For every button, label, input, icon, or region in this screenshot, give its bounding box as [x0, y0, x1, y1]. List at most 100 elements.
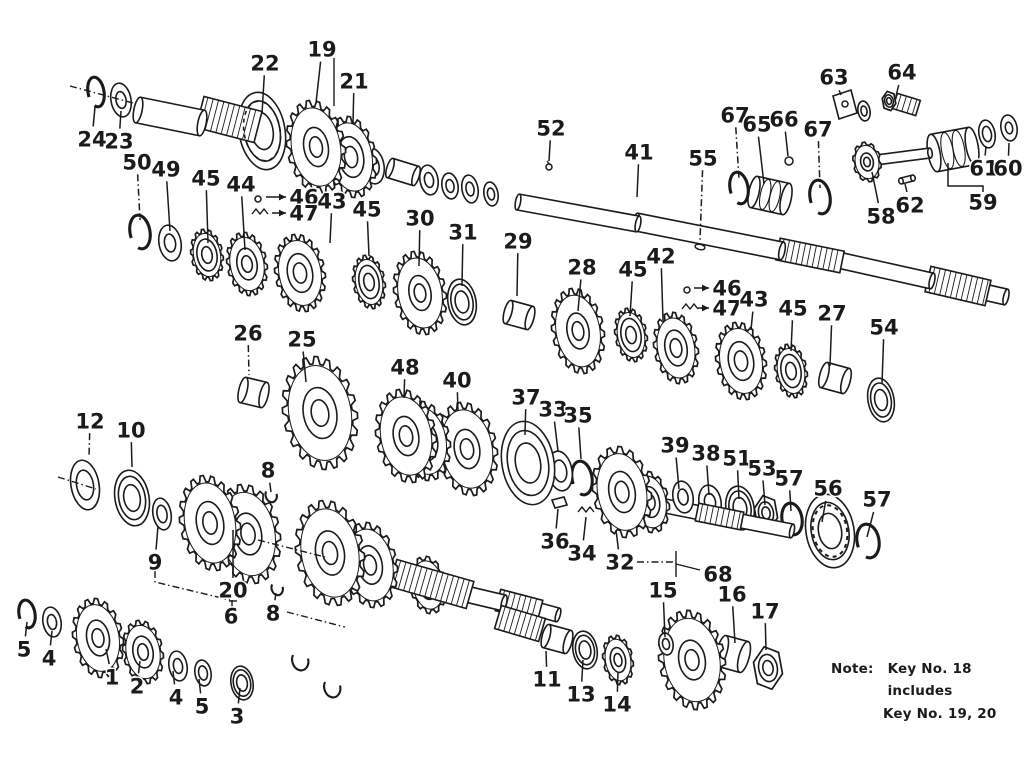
part-number-label: 43 — [317, 190, 346, 214]
part-number-label: 13 — [566, 683, 595, 707]
part-number-label: 46 — [712, 277, 741, 301]
part-number-label: 33 — [538, 398, 567, 422]
part-callout-46: 46 — [266, 184, 320, 211]
note-label: Note: — [831, 661, 874, 677]
part-callout-46: 46 — [694, 275, 743, 302]
part-callout-54: 54 — [868, 314, 900, 385]
part-callout-39: 39 — [659, 432, 691, 490]
part-number-label: 61 — [969, 157, 998, 181]
part-callout-48: 48 — [389, 354, 421, 399]
part-number-label: 34 — [567, 542, 596, 566]
note-line2: Key No. 19, 20 — [883, 705, 997, 722]
part-number-label: 54 — [869, 316, 898, 340]
part-callout-53: 53 — [746, 455, 778, 506]
part-callout-41: 41 — [623, 139, 655, 198]
part-callout-2: 2 — [128, 660, 146, 700]
mainshaft-gear-train-upper — [128, 195, 896, 423]
reverse-idler-assembly — [493, 604, 784, 711]
part-number-label: 1 — [105, 666, 120, 690]
part-callout-4: 4 — [40, 630, 58, 672]
part-number-label: 3 — [230, 705, 245, 729]
part-number-label: 64 — [887, 61, 916, 85]
part-callout-42: 42 — [645, 243, 677, 321]
part-callout-60: 60 — [992, 142, 1024, 182]
part-number-label: 22 — [250, 52, 279, 76]
part-callout-5: 5 — [193, 678, 211, 720]
part-number-label: 31 — [448, 221, 477, 245]
countershaft-assembly — [69, 459, 562, 623]
part-callout-4: 4 — [167, 670, 185, 711]
part-number-label: 41 — [624, 141, 653, 165]
part-number-label: 35 — [563, 404, 592, 428]
part-number-label: 11 — [532, 668, 561, 692]
part-number-label: 63 — [819, 66, 848, 90]
part-number-label: 5 — [195, 695, 210, 719]
part-number-label: 6 — [224, 605, 239, 629]
part-callout-26: 26 — [232, 320, 264, 376]
part-callout-3: 3 — [228, 687, 246, 730]
part-number-label: 5 — [17, 638, 32, 662]
reverse-gear-parts — [17, 597, 342, 701]
part-callout-38: 38 — [690, 440, 722, 496]
part-number-label: 27 — [817, 302, 846, 326]
part-number-label: 9 — [148, 551, 163, 575]
speedometer-pinion-assembly — [728, 88, 1018, 216]
part-callout-37: 37 — [510, 384, 542, 436]
part-callout-12: 12 — [74, 408, 106, 458]
part-number-label: 57 — [774, 467, 803, 491]
part-callout-67: 67 — [802, 116, 834, 189]
part-callout-44: 44 — [225, 171, 257, 251]
part-number-label: 47 — [712, 297, 741, 321]
part-callout-58: 58 — [865, 171, 897, 230]
part-number-label: 68 — [703, 563, 732, 587]
part-number-label: 55 — [688, 147, 717, 171]
part-callout-63: 63 — [818, 64, 850, 96]
bearing-ball-detail — [242, 100, 849, 558]
part-number-label: 38 — [691, 442, 720, 466]
part-number-label: 45 — [191, 167, 220, 191]
part-number-label: 10 — [116, 419, 145, 443]
part-number-label: 66 — [769, 108, 798, 132]
part-callout-57: 57 — [861, 486, 893, 538]
part-callout-57: 57 — [773, 465, 805, 512]
part-number-label: 45 — [618, 258, 647, 282]
part-number-label: 45 — [352, 198, 381, 222]
part-callout-45: 45 — [617, 256, 649, 317]
part-callout-40: 40 — [441, 367, 473, 412]
part-callout-21: 21 — [338, 68, 370, 124]
part-number-label: 42 — [646, 245, 675, 269]
part-callout-8: 8 — [264, 592, 282, 627]
part-number-label: 14 — [602, 693, 631, 717]
part-number-label: 28 — [567, 256, 596, 280]
part-callout-50: 50 — [121, 149, 153, 221]
part-callout-59: 59 — [947, 163, 999, 216]
part-number-label: 29 — [503, 230, 532, 254]
part-callout-47: 47 — [698, 295, 743, 322]
part-number-label: 40 — [442, 369, 471, 393]
part-callout-52: 52 — [535, 115, 567, 162]
part-number-label: 30 — [405, 207, 434, 231]
part-number-label: 2 — [130, 675, 145, 699]
part-number-label: 67 — [803, 118, 832, 142]
part-number-label: 58 — [866, 205, 895, 229]
part-number-label: 32 — [605, 551, 634, 575]
part-number-label: 43 — [739, 288, 768, 312]
part-number-label: 39 — [660, 434, 689, 458]
part-number-label: 67 — [720, 104, 749, 128]
part-number-label: 23 — [104, 130, 133, 154]
part-number-label: 19 — [307, 38, 336, 62]
part-number-label: 24 — [77, 128, 106, 152]
part-callout-65: 65 — [741, 111, 773, 185]
part-callout-19: 19 — [306, 36, 338, 104]
part-number-label: 53 — [747, 457, 776, 481]
part-number-label: 62 — [895, 194, 924, 218]
part-callout-55: 55 — [687, 145, 719, 241]
part-callout-20: 20 — [217, 530, 249, 604]
part-callout-67: 67 — [719, 102, 751, 180]
mainshaft — [460, 160, 1010, 307]
part-callout-32: 32 — [604, 529, 636, 576]
part-callout-43: 43 — [738, 286, 770, 331]
